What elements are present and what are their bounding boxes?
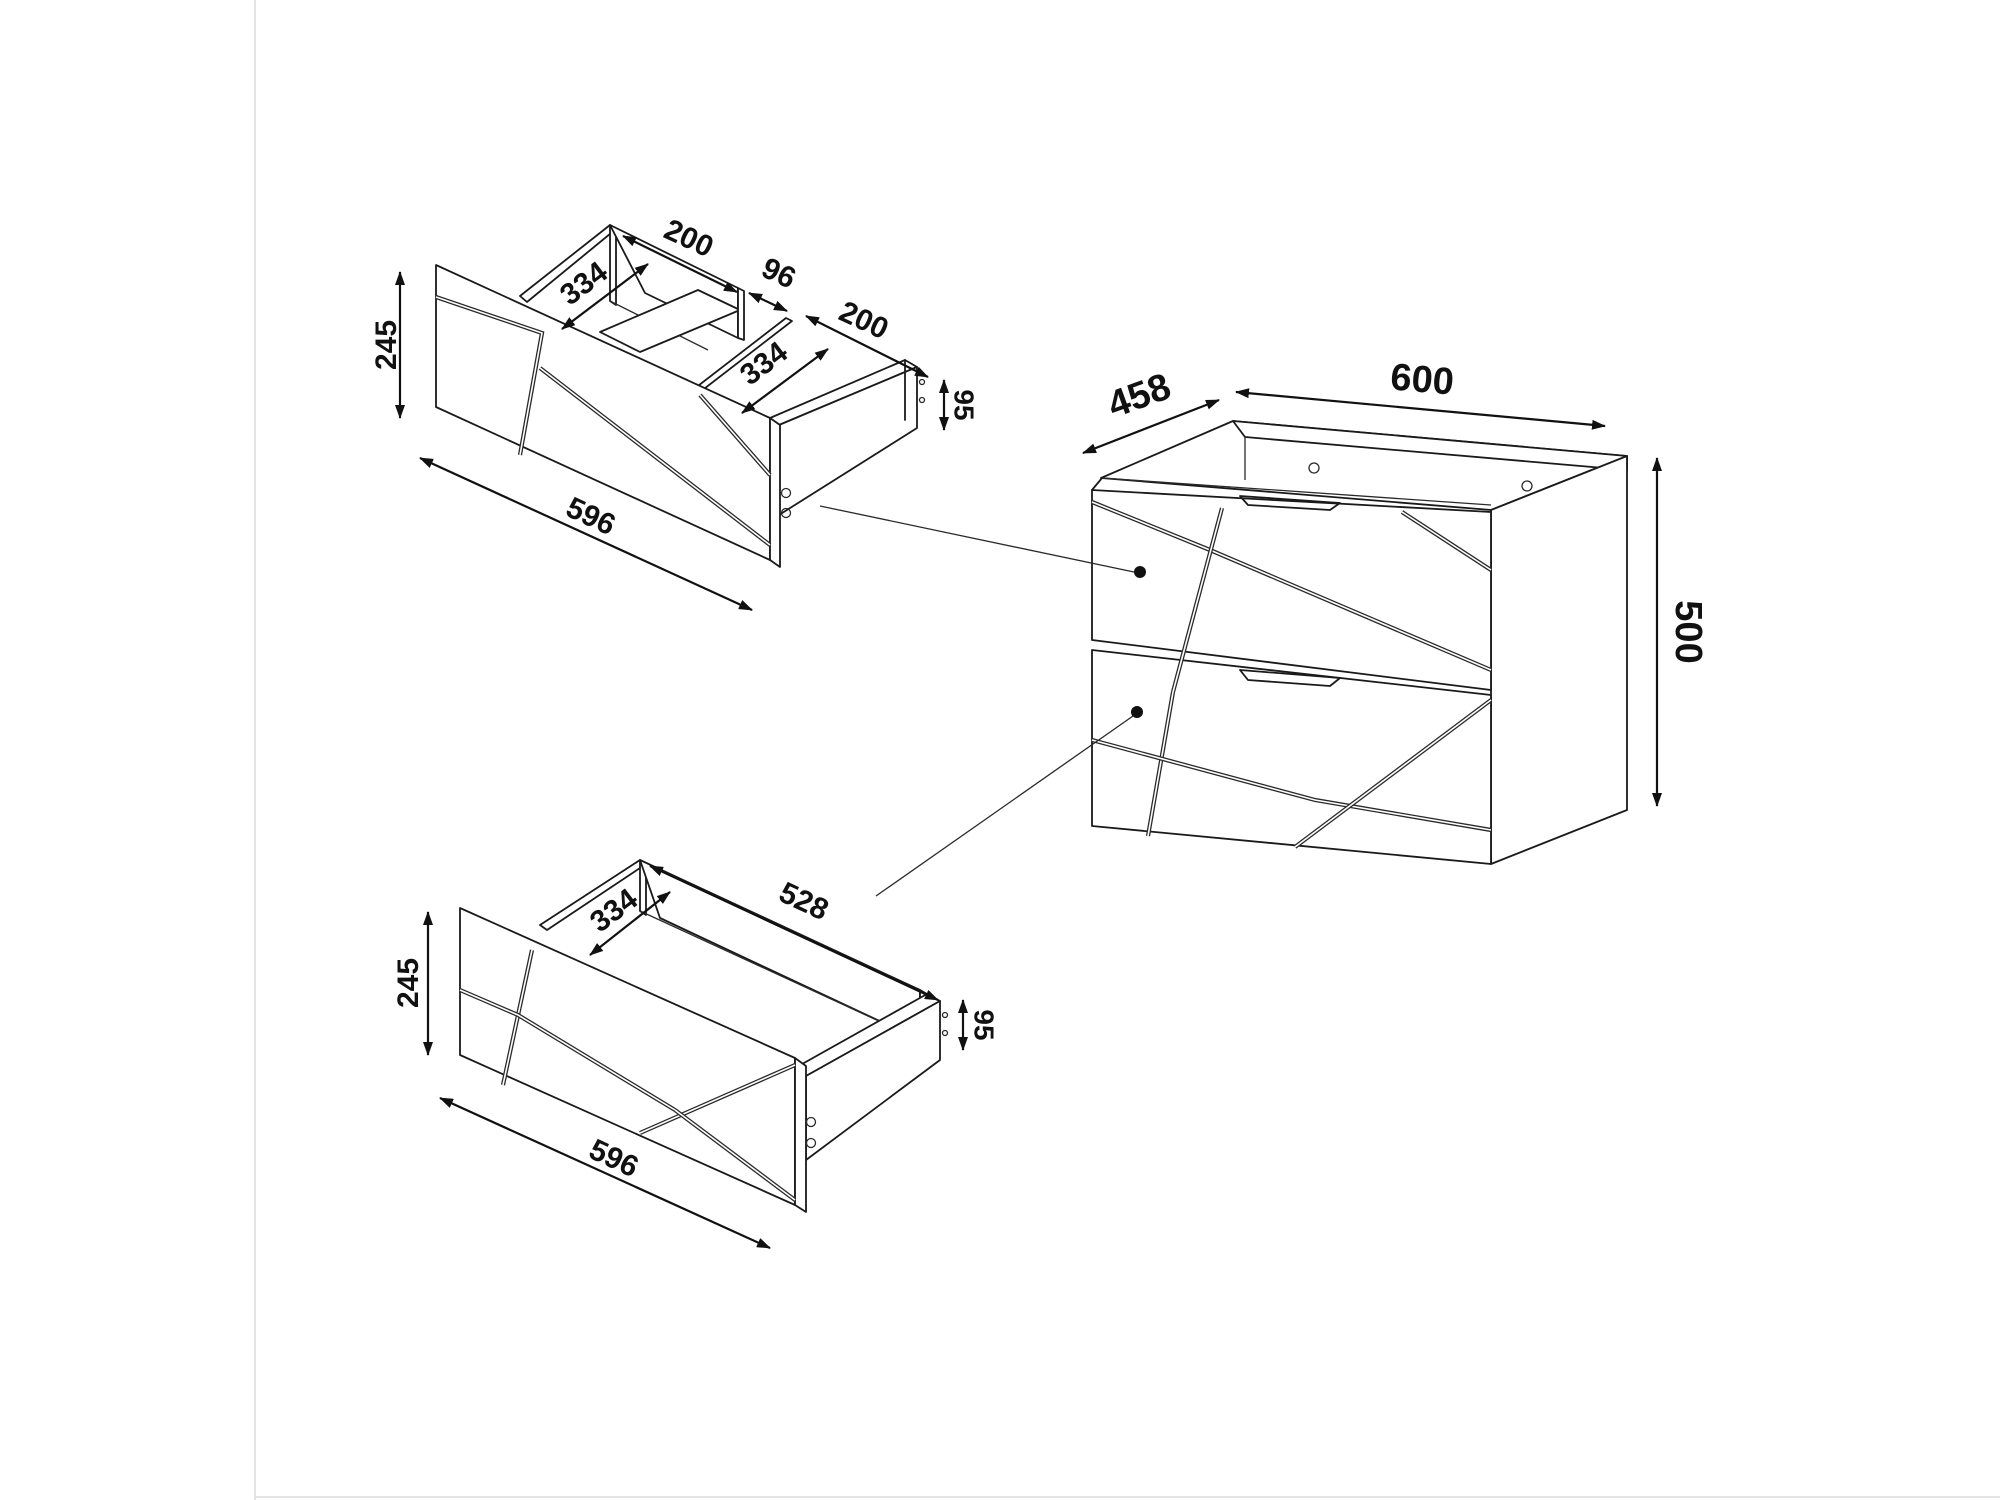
cabinet-top-front-edge: [1101, 477, 1492, 506]
drawer-top-pin-hole: [918, 378, 926, 386]
drawer-top-dowel-hole: [780, 507, 792, 519]
cabinet-depth-label: 458: [1102, 366, 1176, 427]
cabinet-depth-dim: [1082, 398, 1220, 455]
drawer-top-comp2-width-label: 200: [834, 295, 893, 346]
drawer-bottom-width-label: 596: [584, 1133, 643, 1184]
drawer-top-comp2-width-dim: [805, 315, 929, 378]
cabinet-height-label: 500: [1667, 600, 1709, 663]
drawer-top-comp2-depth-dim: [741, 348, 829, 414]
drawer-bottom-dowel-hole: [805, 1137, 817, 1149]
drawer-bottom-length-label: 528: [774, 876, 833, 927]
drawer-top-dowel-hole: [780, 487, 792, 499]
cabinet-top-left-edge: [1091, 477, 1103, 491]
cabinet-drawer-top-handle[interactable]: [1239, 495, 1341, 511]
leader-line-bottom-drawer: [875, 715, 1134, 897]
drawer-top-width-label: 596: [561, 491, 620, 542]
leader-line-top-drawer: [819, 505, 1135, 573]
drawer-top-gap-label: 96: [757, 252, 801, 296]
drawer-bottom-length-dim: [649, 865, 939, 1001]
drawer-bottom-pin-hole: [941, 1011, 949, 1019]
drawer-top-comp1-width-dim: [622, 235, 738, 293]
drawer-top-comp2-depth-label: 334: [734, 335, 794, 392]
drawer-top-front-edge: [769, 417, 781, 568]
cabinet-right-side: [1490, 455, 1628, 865]
cabinet-drawer-top-marker: [1134, 566, 1146, 578]
cabinet-drawer-bottom-marker: [1131, 706, 1143, 718]
drawer-top-comp1-depth-dim: [561, 263, 649, 330]
drawer-bottom-side-height-label: 95: [969, 1009, 1000, 1040]
cabinet-screw: [1521, 480, 1533, 492]
drawer-top-side-height-label: 95: [949, 389, 980, 420]
drawer-top-gap-dim: [748, 292, 788, 312]
drawer-bottom-front-edge: [794, 1057, 807, 1213]
cabinet-drawer-bottom-handle[interactable]: [1239, 669, 1341, 687]
drawer-bottom: [459, 859, 949, 1213]
drawer-bottom-pin-hole: [941, 1029, 949, 1037]
cabinet: [1091, 420, 1628, 865]
drawer-bottom-depth-dim: [589, 891, 671, 956]
drawer-bottom-height-label: 245: [392, 958, 425, 1008]
drawer-top-pin-hole: [918, 396, 926, 404]
cabinet-width-dim: [1235, 388, 1606, 430]
drawer-top: [435, 224, 926, 568]
drawer-bottom-width-dim: [439, 1096, 771, 1250]
drawer-top-divider-1-end: [737, 287, 745, 341]
cabinet-drawer-top-grooves: [1091, 500, 1493, 693]
cabinet-width-label: 600: [1389, 356, 1456, 403]
drawer-top-width-dim: [419, 456, 753, 612]
cabinet-screw: [1308, 462, 1320, 474]
leader-lines: [819, 505, 1135, 897]
page-frame: [254, 0, 2000, 1500]
cabinet-drawer-bottom-grooves: [1091, 691, 1493, 849]
drawer-bottom-dowel-hole: [805, 1116, 817, 1128]
cabinet-drawer-top-front: [1091, 489, 1492, 691]
drawer-top-height-label: 245: [370, 320, 403, 370]
cabinet-drawer-bottom-front: [1091, 649, 1492, 865]
